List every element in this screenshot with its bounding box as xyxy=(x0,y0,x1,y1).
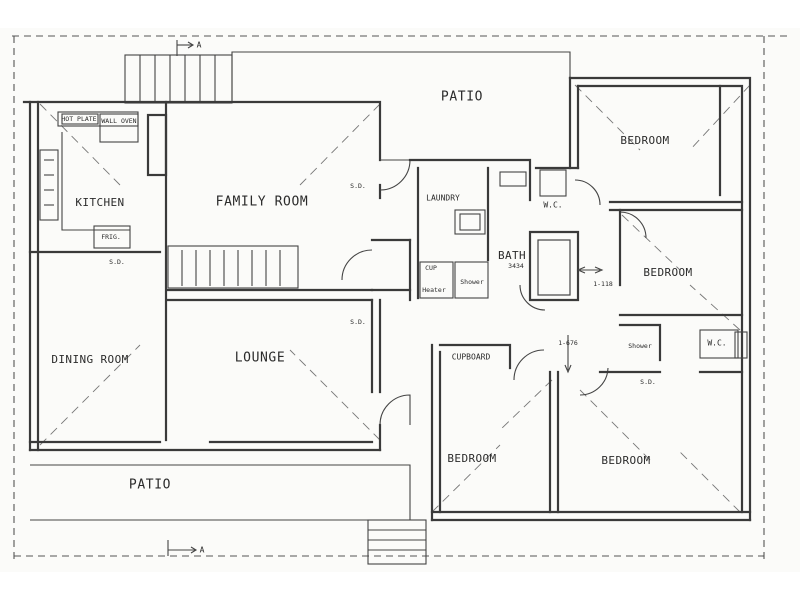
sheet-margin-top xyxy=(0,0,800,28)
sliding-door-label-1: S.D. xyxy=(109,258,125,266)
cupboard-bath-label: CUP xyxy=(425,264,437,272)
patio-bottom-outline xyxy=(30,464,411,521)
fridge-label: FRIG. xyxy=(101,233,121,241)
family-room-label: FAMILY ROOM xyxy=(216,195,309,210)
bath-label: BATH xyxy=(498,249,526,262)
interior-stairs xyxy=(166,245,374,302)
sheet-margin-bottom xyxy=(0,572,800,600)
ceiling-diagonals xyxy=(39,84,751,513)
sliding-door-label-2: S.D. xyxy=(350,182,366,190)
section-marker-top xyxy=(176,40,195,56)
bedroom-bottom-mid-label: BEDROOM xyxy=(447,452,496,465)
sliding-door-label-3: S.D. xyxy=(350,318,366,326)
patio-top-label: PATIO xyxy=(441,90,483,105)
hot-plate-label: HOT PLATE xyxy=(61,115,96,123)
dimension-arrows xyxy=(564,266,604,374)
dining-room-label: DINING ROOM xyxy=(51,353,128,366)
doors xyxy=(341,159,647,426)
bedroom-top-right-label: BEDROOM xyxy=(620,134,669,147)
bath-dimension-label: 3434 xyxy=(508,262,524,270)
outer-dashed-border xyxy=(12,35,790,560)
section-a-top-label: A xyxy=(197,41,202,50)
wc-upper-label: W.C. xyxy=(543,201,562,210)
dimension-1676-label: 1-676 xyxy=(558,339,578,347)
laundry-label: LAUNDRY xyxy=(426,194,460,203)
dimension-1118-label: 1-118 xyxy=(593,280,613,288)
kitchen-label: KITCHEN xyxy=(75,196,124,209)
lounge-label: LOUNGE xyxy=(235,351,286,366)
shower-bath-label: Shower xyxy=(460,278,484,286)
service-block xyxy=(408,158,580,302)
bedroom-wing-walls xyxy=(430,76,752,522)
section-a-bottom-label: A xyxy=(200,546,205,555)
heater-label: Heater xyxy=(422,286,446,294)
cupboard-hall-label: CUPBOARD xyxy=(452,353,491,362)
kitchen-area xyxy=(39,100,168,442)
wall-oven-label: WALL OVEN xyxy=(101,117,136,125)
bedroom-bottom-right-label: BEDROOM xyxy=(601,454,650,467)
top-steps xyxy=(124,54,233,104)
floor-plan-svg: KITCHEN FAMILY ROOM DINING ROOM LOUNGE P… xyxy=(12,35,790,565)
bottom-steps xyxy=(367,519,427,565)
divider-walls xyxy=(28,238,412,292)
plan-area: KITCHEN FAMILY ROOM DINING ROOM LOUNGE P… xyxy=(0,28,800,572)
bedroom-mid-right-label: BEDROOM xyxy=(643,266,692,279)
exterior-walls xyxy=(22,100,382,452)
sliding-door-label-4: S.D. xyxy=(640,378,656,386)
patio-bottom-label: PATIO xyxy=(129,478,171,493)
patio-top-outline xyxy=(231,51,571,102)
wc-lower-label: W.C. xyxy=(707,339,726,348)
section-marker-bottom xyxy=(167,540,198,556)
shower-bedroom-label: Shower xyxy=(628,342,652,350)
